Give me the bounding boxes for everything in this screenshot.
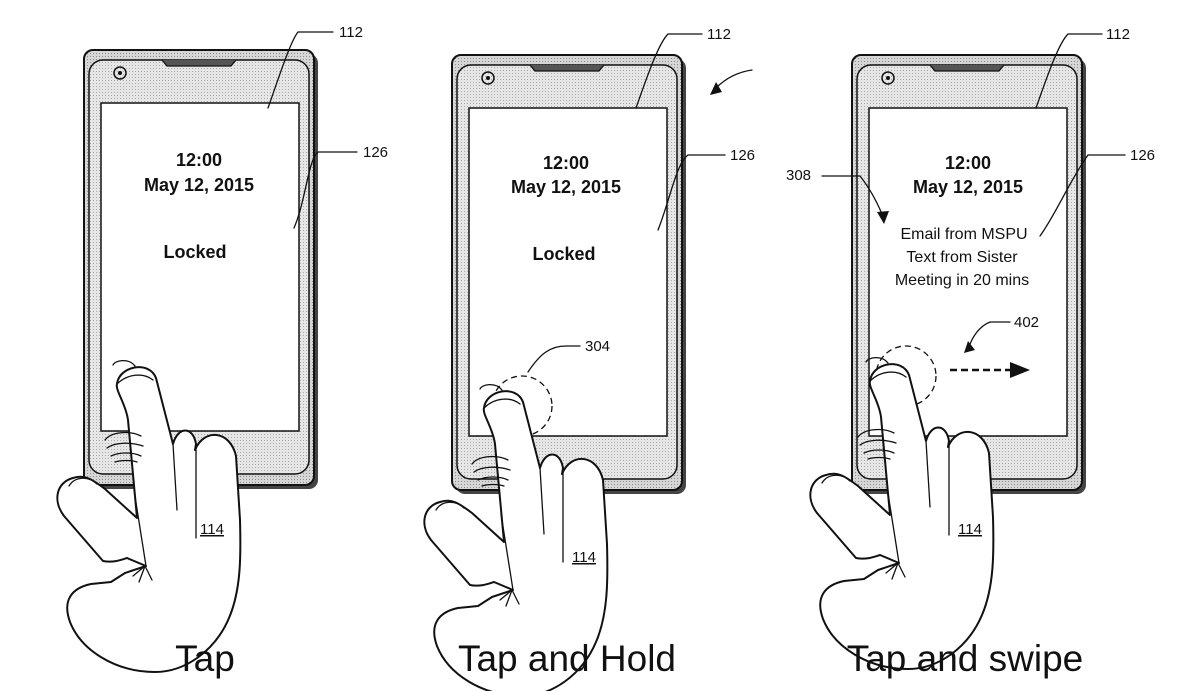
leader-line-308: [821, 175, 883, 215]
ref-label-hand: 114: [958, 521, 982, 538]
ref-label-device: 112: [1106, 26, 1130, 43]
ref-label-touch: 304: [585, 338, 610, 355]
leader-line-126: [1039, 154, 1126, 237]
ref-label-hand: 114: [572, 549, 596, 566]
screen-status-locked: Locked: [532, 244, 595, 264]
ref-label-screen: 126: [363, 144, 388, 161]
leader-arrowhead-308: [877, 211, 889, 224]
ref-label-device: 112: [339, 24, 363, 41]
caption-tap: Tap: [175, 638, 235, 679]
screen-status-locked: Locked: [163, 242, 226, 262]
screen-time: 12:00: [945, 153, 991, 173]
leader-line-112: [635, 33, 703, 109]
panel-tap: 12:00 May 12, 2015 Locked 112 126 114 Ta…: [56, 24, 388, 679]
leader-line-304: [527, 345, 581, 373]
panel-tap-and-swipe: 12:00 May 12, 2015 Email from MSPU Text …: [786, 26, 1155, 679]
ref-label-screen: 126: [1130, 147, 1155, 164]
caption-tap-and-hold: Tap and Hold: [458, 638, 676, 679]
panel-tap-and-hold: 12:00 May 12, 2015 Locked 304 112 126 11…: [423, 26, 755, 691]
figure-arrow-curve: [715, 69, 753, 89]
leader-line-126: [657, 154, 726, 231]
leader-line-112: [267, 31, 334, 109]
screen-time: 12:00: [543, 153, 589, 173]
screen-date: May 12, 2015: [144, 175, 254, 195]
ref-label-notifications: 308: [786, 167, 811, 184]
screen-time: 12:00: [176, 150, 222, 170]
ref-label-screen: 126: [730, 147, 755, 164]
ref-label-swipe: 402: [1014, 314, 1039, 331]
notification-email: Email from MSPU: [900, 226, 1027, 243]
leader-arrowhead-402: [964, 341, 975, 353]
phone-device: [451, 54, 687, 495]
caption-tap-and-swipe: Tap and swipe: [847, 638, 1084, 679]
swipe-arrow-head: [1010, 362, 1030, 378]
leader-line-126: [293, 151, 358, 229]
phone-device: [83, 49, 319, 490]
screen-date: May 12, 2015: [913, 177, 1023, 197]
ref-label-hand: 114: [200, 521, 224, 538]
leader-line-112: [1035, 33, 1103, 109]
notification-meeting: Meeting in 20 mins: [895, 272, 1029, 289]
ref-label-device: 112: [707, 26, 731, 43]
screen-date: May 12, 2015: [511, 177, 621, 197]
figure-arrow-head: [710, 82, 722, 95]
notification-text: Text from Sister: [906, 249, 1018, 266]
